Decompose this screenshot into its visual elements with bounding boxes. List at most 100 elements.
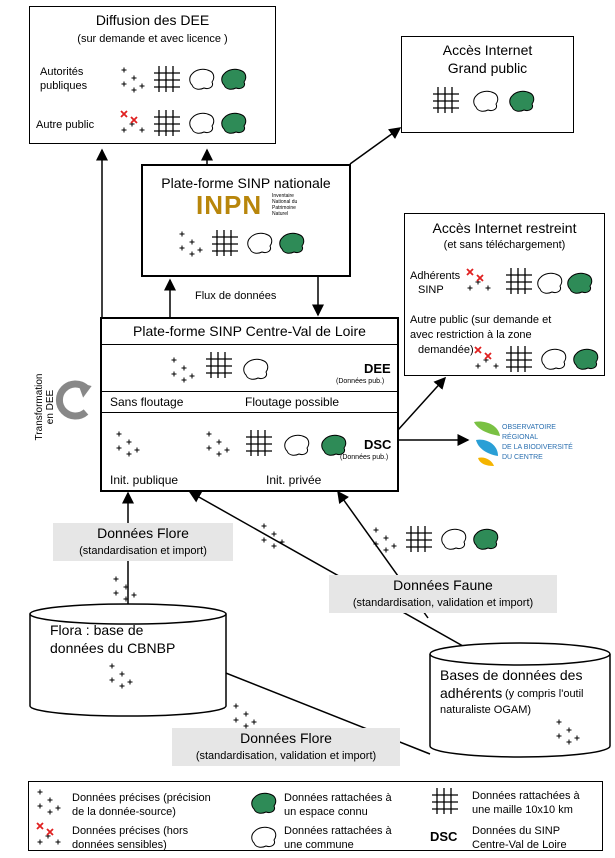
- legend-precise-points-icon: [37, 789, 61, 815]
- arrow-centre-to-restreint: [397, 376, 447, 431]
- donnees-flore-top-subtitle: (standardisation et import): [79, 545, 207, 557]
- legend-maille-icon: [432, 788, 458, 814]
- centre-dee-points-icon: [171, 357, 195, 383]
- restreint-autre-a: Autre public (sur demande et: [410, 314, 552, 326]
- internet-restreint-box: [404, 213, 605, 376]
- diffusion-row1-label-a: Autorités: [40, 66, 84, 78]
- diffusion-row1-label-b: publiques: [40, 80, 88, 92]
- centre-dsc-grid-icon: [246, 430, 272, 456]
- diffusion-row2-label: Autre public: [36, 119, 95, 131]
- faune-espace-icon: [473, 528, 499, 550]
- centre-sans-floutage: Sans floutage: [110, 395, 184, 409]
- legend-maille-a: Données rattachées à: [472, 790, 580, 802]
- donnees-faune-subtitle: (standardisation, validation et import): [352, 597, 534, 609]
- centre-init-publique: Init. publique: [110, 473, 179, 487]
- nationale-grid-icon: [212, 230, 238, 256]
- legend-precise-b: de la donnée-source): [72, 806, 176, 818]
- legend-hors-points-icon: [36, 822, 61, 845]
- observatoire-line1: OBSERVATOIRE: [502, 424, 556, 431]
- centre-dsc-sub: (Données pub.): [340, 454, 389, 461]
- adherents-db-line2b: (y compris l'outil: [505, 688, 584, 700]
- nationale-points-icon: [179, 231, 203, 257]
- diffusion-title: Diffusion des DEE: [95, 12, 210, 28]
- diffusion-row2-grid-icon: [154, 110, 180, 136]
- donnees-flore-bottom-title: Données Flore: [240, 730, 332, 746]
- adherents-db-points-icon: [556, 719, 580, 745]
- observatoire-line4: DU CENTRE: [502, 454, 543, 461]
- centre-dee-sub: (Données pub.): [336, 378, 385, 385]
- legend-commune-b: une commune: [284, 839, 354, 851]
- donnees-faune-title: Données Faune: [393, 577, 493, 593]
- flux-top-points-icon: [113, 576, 137, 602]
- arrow-nationale-to-public: [349, 127, 402, 165]
- sinp-centre-box: [100, 317, 399, 492]
- flux-mid-points-icon: [261, 523, 285, 549]
- donnees-flore-top-title: Données Flore: [97, 525, 189, 541]
- internet-public-title-a: Accès Internet: [442, 42, 533, 58]
- centre-lower-divider: [100, 412, 399, 413]
- observatoire-leaf-icon: [474, 421, 500, 466]
- inpn-caption-c: Patrimoine: [272, 205, 296, 211]
- inpn-caption-b: National du: [272, 199, 298, 205]
- legend-commune-icon: [251, 826, 277, 848]
- legend-maille-b: une maille 10x10 km: [472, 804, 573, 816]
- restreint-adherents-commune-icon: [537, 272, 563, 294]
- public-commune-icon: [473, 90, 499, 112]
- flora-db-cylinder: [29, 603, 227, 717]
- public-grid-icon: [433, 87, 459, 113]
- flora-db-line2: données du CBNBP: [50, 640, 176, 656]
- diffusion-row2-commune-icon: [189, 112, 215, 134]
- adherents-db-line3: naturaliste OGAM): [440, 704, 532, 716]
- restreint-autre-c: demandée): [418, 344, 474, 356]
- restreint-autre-commune-icon: [541, 348, 567, 370]
- nationale-espace-icon: [279, 232, 305, 254]
- internet-public-box: [401, 36, 574, 133]
- centre-init-privee: Init. privée: [266, 473, 322, 487]
- nationale-commune-icon: [247, 232, 273, 254]
- adherents-db-line2: adhérents: [440, 685, 503, 701]
- faune-grid-icon: [406, 526, 432, 552]
- legend-espace-icon: [251, 792, 277, 814]
- public-espace-icon: [509, 90, 535, 112]
- transformation-arrow: [55, 380, 89, 420]
- restreint-autre-grid-icon: [506, 346, 532, 372]
- inpn-caption-d: Naturel: [272, 211, 289, 217]
- diffusion-row1-espace-icon: [221, 68, 247, 90]
- legend-commune-a: Données rattachées à: [284, 825, 392, 837]
- centre-dsc-points-a-icon: [116, 431, 140, 457]
- diffusion-row1-grid-icon: [154, 66, 180, 92]
- observatoire-logo: OBSERVATOIRE RÉGIONAL DE LA BIODIVERSITÉ…: [472, 418, 580, 470]
- legend-dsc-a: Données du SINP: [472, 825, 561, 837]
- legend-dsc-b: Centre-Val de Loire: [472, 839, 567, 851]
- legend-precise-a: Données précises (précision: [72, 792, 211, 804]
- inpn-caption-a: Inventaire: [272, 193, 294, 199]
- observatoire-line2: RÉGIONAL: [502, 434, 539, 441]
- donnees-flore-bottom-subtitle: (standardisation, validation et import): [195, 750, 377, 762]
- restreint-adherents-grid-icon: [506, 268, 532, 294]
- centre-dsc-commune-icon: [284, 434, 310, 456]
- centre-dee-grid-icon: [206, 352, 232, 378]
- arrow-adherents-to-centre: [188, 491, 471, 651]
- restreint-adherents-points-icon: [466, 268, 491, 291]
- flora-db-points-icon: [109, 663, 133, 689]
- restreint-autre-points-icon: [474, 346, 499, 369]
- legend-box: [28, 781, 603, 851]
- diffusion-row2-points-icon: [120, 110, 145, 133]
- sinp-nationale-title: Plate-forme SINP nationale: [161, 175, 331, 191]
- restreint-adherents-a: Adhérents: [410, 270, 461, 282]
- flora-db-line1: Flora : base de: [50, 622, 144, 638]
- adherents-db-line1: Bases de données des: [440, 667, 583, 683]
- restreint-autre-b: avec restriction à la zone: [410, 329, 532, 341]
- centre-dsc: DSC: [364, 437, 392, 452]
- centre-dsc-espace-icon: [321, 434, 347, 456]
- restreint-adherents-b: SINP: [418, 284, 444, 296]
- donnees-flore-top-band: [53, 523, 233, 561]
- diffusion-subtitle: (sur demande et avec licence ): [77, 33, 228, 45]
- centre-dee-commune-icon: [243, 358, 269, 380]
- transformation-label: Transformation en DEE: [34, 373, 56, 441]
- inpn-logo-letters: INPN: [196, 190, 263, 220]
- flux-label: Flux de données: [195, 290, 277, 302]
- donnees-faune-band: [329, 575, 557, 613]
- centre-mid-divider: [100, 391, 399, 392]
- diffusion-row1-points-icon: [121, 67, 145, 93]
